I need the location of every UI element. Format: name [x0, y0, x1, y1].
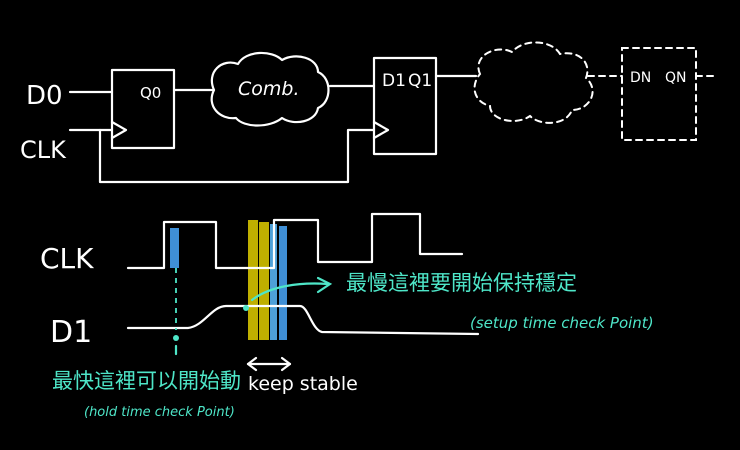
timing-diagram: CLK D1 keep stable 最慢這裡要開始保持穩定 (setup ti…: [40, 212, 654, 420]
d1-waveform: [126, 304, 480, 336]
qn-label: QN: [665, 70, 687, 86]
comb-logic-cloud: [210, 51, 330, 127]
q1-label: Q1: [408, 71, 432, 91]
hold-check-bar: [170, 228, 179, 268]
ff1-clock-triangle: [110, 120, 128, 140]
d1-timing-label: D1: [50, 315, 92, 350]
setup-window-bar-2: [259, 222, 269, 340]
q0-label: Q0: [140, 84, 161, 102]
flip-flop-2: [372, 56, 438, 156]
circuit-schematic: D0 CLK Q0 Comb. D1 Q1 DN QN: [20, 41, 719, 184]
setup-arrow-head: [316, 276, 333, 294]
setup-arrow-line: [250, 282, 330, 302]
clk-input-label: CLK: [20, 136, 67, 164]
flip-flop-1: [110, 68, 176, 150]
comb-label: Comb.: [238, 78, 300, 100]
dashed-comb-cloud: [473, 41, 594, 124]
hold-window-bar: [279, 226, 287, 340]
setup-note-english: (setup time check Point): [470, 314, 654, 332]
setup-note-chinese: 最慢這裡要開始保持穩定: [346, 271, 577, 295]
clk-waveform: [126, 212, 464, 270]
hold-check-point: [173, 335, 179, 341]
keep-stable-arrow-left: [246, 356, 258, 372]
keep-stable-label: keep stable: [248, 373, 358, 395]
setup-check-point: [243, 305, 249, 311]
d1-port-label: D1: [382, 71, 406, 91]
clk-timing-label: CLK: [40, 242, 94, 275]
hold-note-english: (hold time check Point): [84, 405, 235, 420]
clock-edge-bar: [270, 224, 277, 340]
keep-stable-arrow-right: [280, 356, 292, 372]
hold-note-chinese: 最快這裡可以開始動: [52, 369, 241, 393]
flip-flop-n: [621, 47, 697, 141]
d0-label: D0: [26, 81, 63, 111]
ff2-clock-triangle: [372, 120, 390, 140]
dn-label: DN: [630, 70, 651, 86]
clock-distribution-wire: [98, 128, 376, 184]
setup-window-bar-1: [248, 220, 258, 340]
